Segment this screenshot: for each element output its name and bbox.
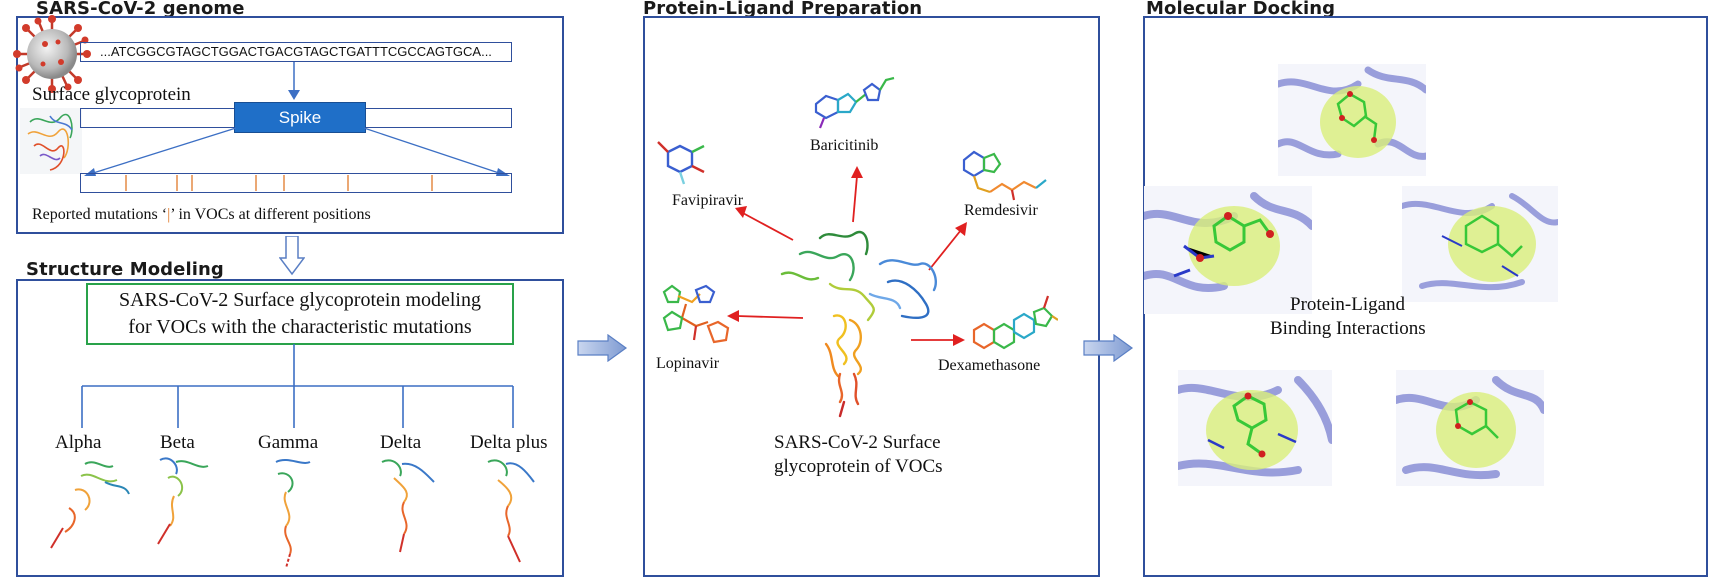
lopinavir-molecule-icon <box>662 284 730 344</box>
dexamethasone-molecule-icon <box>972 295 1058 350</box>
modeling-box: SARS-CoV-2 Surface glycoprotein modeling… <box>86 283 514 345</box>
modeling-line-1: SARS-CoV-2 Surface glycoprotein modeling <box>118 289 481 311</box>
favipiravir-molecule-icon <box>657 141 705 185</box>
mutation-caption-post: ’ in VOCs at different positions <box>170 206 371 223</box>
center-protein-label-line1: SARS-CoV-2 Surface <box>774 432 941 453</box>
baricitinib-label: Baricitinib <box>810 137 879 154</box>
docking-complex-icon <box>1178 370 1332 486</box>
mutation-caption-pre: Reported mutations ‘ <box>32 206 168 223</box>
variant-alpha-label: Alpha <box>55 432 102 453</box>
remdesivir-label: Remdesivir <box>964 202 1038 219</box>
docking-complex-icon <box>1278 64 1426 176</box>
mutation-caption: Reported mutations ‘|’ in VOCs at differ… <box>32 206 371 224</box>
docking-label-line1: Protein-Ligand <box>1290 294 1406 315</box>
docking-label-line2: Binding Interactions <box>1270 318 1426 339</box>
sequence-bar <box>80 42 512 62</box>
remdesivir-molecule-icon <box>962 150 1047 201</box>
docking-section-title: Molecular Docking <box>1146 0 1336 19</box>
virus-icon <box>13 15 91 93</box>
block-arrow-icon <box>577 334 628 362</box>
spike-protein-structure-icon <box>780 230 937 418</box>
docking-complex-icon <box>1396 370 1544 486</box>
genome-sequence: ...ATCGGCGTAGCTGGACTGACGTAGCTGATTTCGCCAG… <box>100 44 492 59</box>
block-arrow-icon <box>1083 334 1134 362</box>
spike-box: Spike <box>234 102 366 133</box>
variant-delta-structure-icon <box>381 459 435 553</box>
dexamethasone-label: Dexamethasone <box>938 357 1041 374</box>
variant-gamma-label: Gamma <box>258 432 319 453</box>
variant-delta-plus-structure-icon <box>487 459 535 563</box>
mutation-bar <box>80 173 512 193</box>
mutation-ticks <box>125 175 433 191</box>
baricitinib-molecule-icon <box>814 76 895 129</box>
structure-section-title: Structure Modeling <box>26 259 224 280</box>
mutation-mark: | <box>167 206 171 223</box>
variant-delta-label: Delta <box>380 432 422 453</box>
docking-complex-icon <box>1402 186 1558 302</box>
protein-structure-icon <box>20 108 82 174</box>
genome-section-title: SARS-CoV-2 genome <box>36 0 245 19</box>
variant-alpha-structure-icon <box>50 461 130 549</box>
ligand-arrows <box>727 166 967 346</box>
down-arrow-icon <box>288 62 300 100</box>
variant-beta-label: Beta <box>160 432 195 453</box>
surface-glycoprotein-label: Surface glycoprotein <box>32 84 191 105</box>
variant-tree <box>81 344 514 428</box>
modeling-line-2: for VOCs with the characteristic mutatio… <box>128 316 472 338</box>
zoom-arrows <box>84 127 510 176</box>
block-arrow-down-icon <box>279 236 305 276</box>
lopinavir-label: Lopinavir <box>656 355 720 372</box>
variant-delta-plus-label: Delta plus <box>470 432 548 453</box>
protein-ligand-panel <box>643 16 1100 577</box>
favipiravir-label: Favipiravir <box>672 192 744 209</box>
protein-ligand-section-title: Protein-Ligand Preparation <box>643 0 923 19</box>
variant-gamma-structure-icon <box>275 459 311 569</box>
variant-beta-structure-icon <box>157 457 209 545</box>
center-protein-label-line2: glycoprotein of VOCs <box>774 456 943 477</box>
docking-complex-icon <box>1144 186 1312 314</box>
